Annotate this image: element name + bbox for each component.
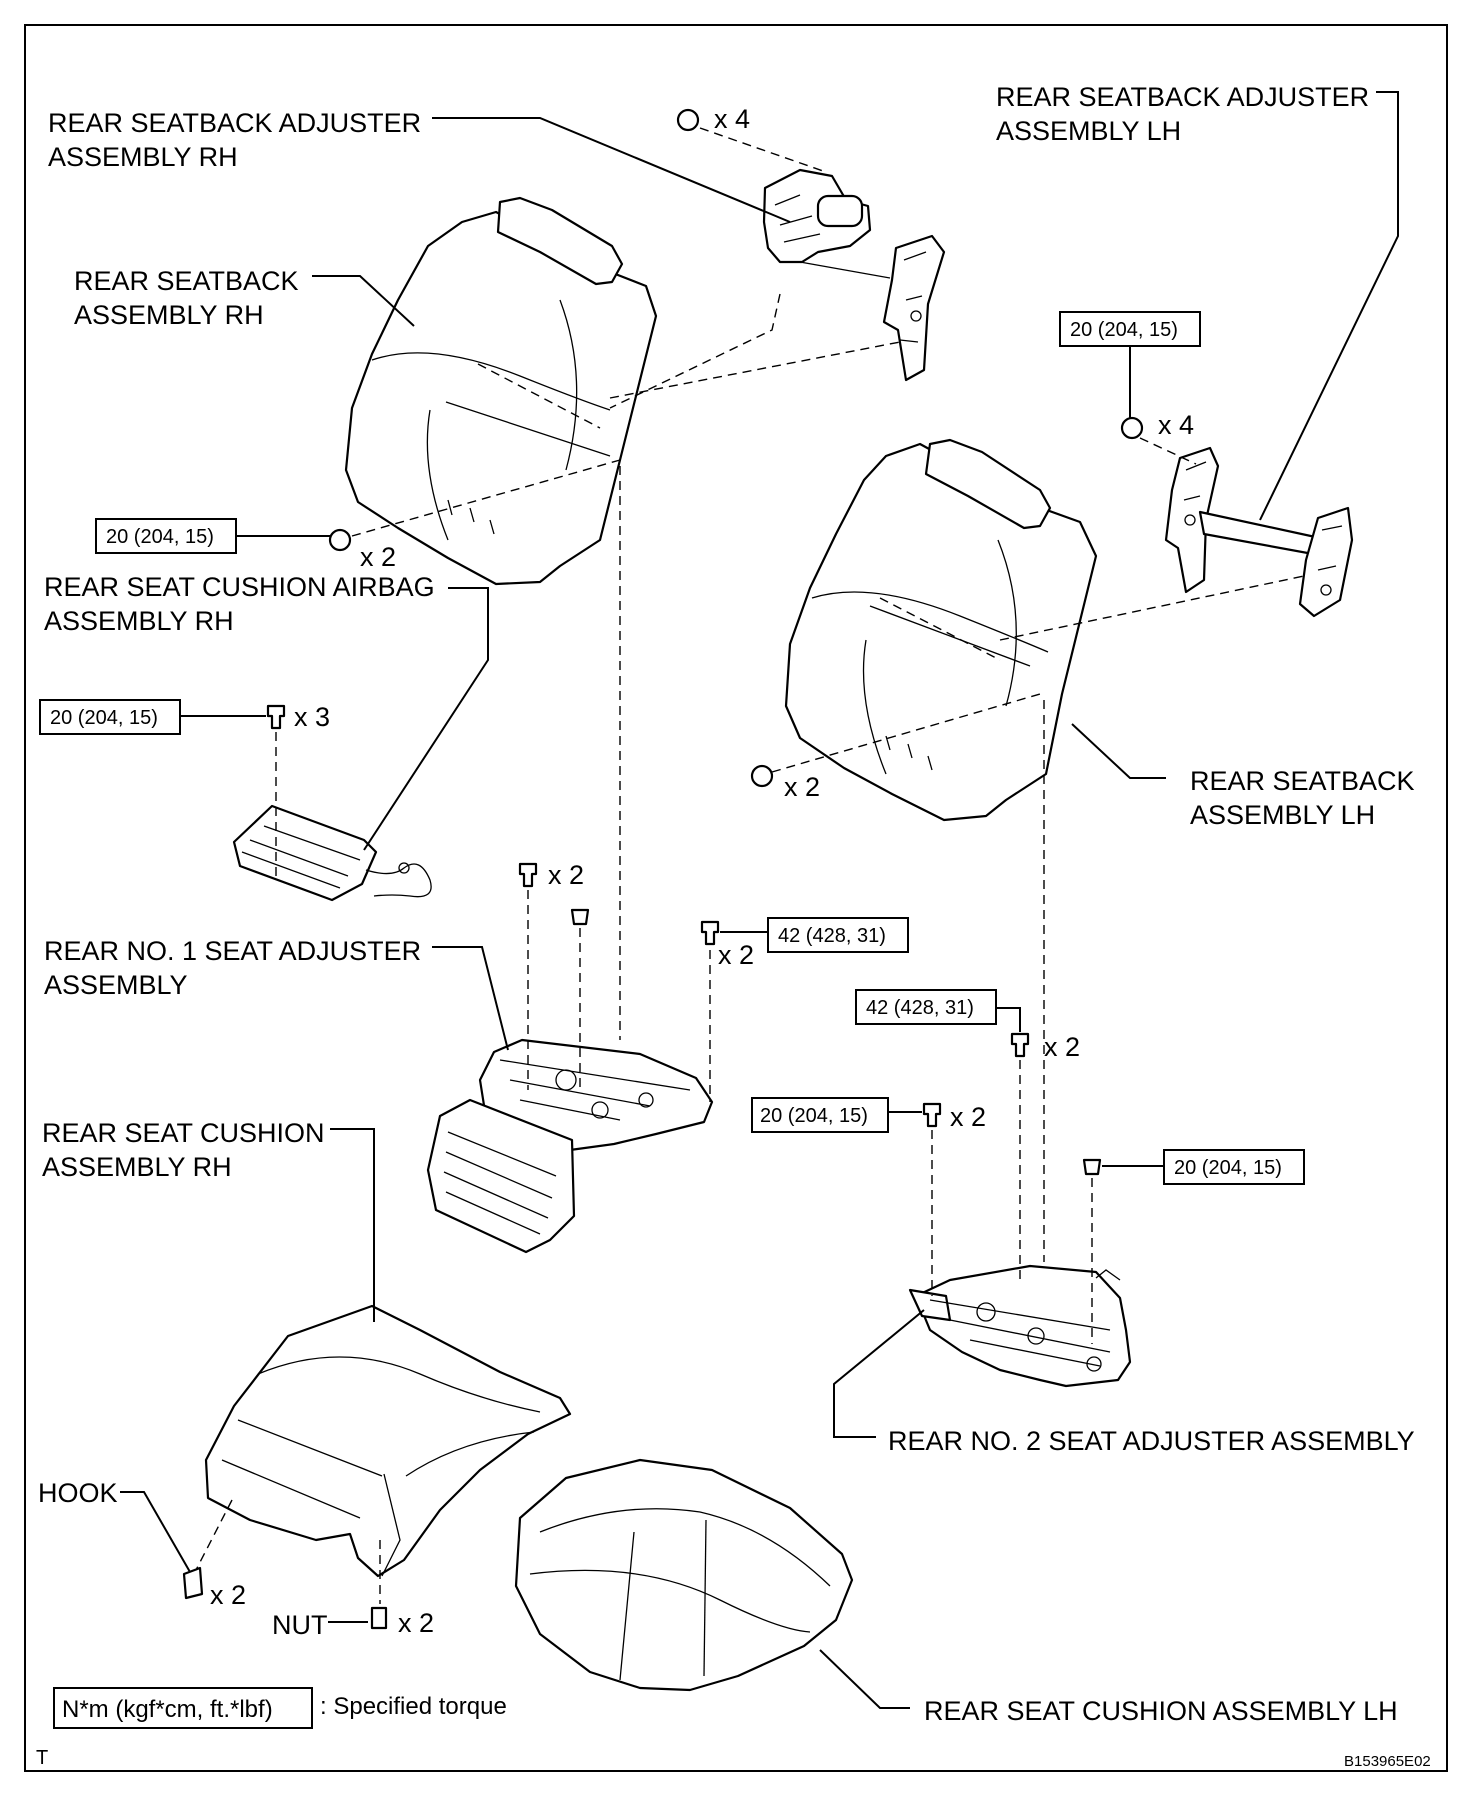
legend-unit: N*m (kgf*cm, ft.*lbf) [62,1696,273,1723]
seatback-lh-illustration [784,438,1098,822]
label-cushion-rh-line1: REAR SEAT CUSHION [42,1118,325,1148]
qty-airbag-bolt: x 3 [294,702,330,732]
torque-adj2-42: 42 (428, 31) [866,997,974,1019]
bolt-airbag [266,704,286,730]
seatback-adjuster-lh-illustration [1164,446,1354,618]
torque-box-airbag [39,699,181,735]
torque-box-adj1 [767,917,909,953]
seatback-adjuster-rh-illustration [762,168,946,382]
nut-seatback-lh [750,764,774,788]
diagram-frame [24,24,1448,1772]
hook-part [182,1566,204,1600]
nut-adj1 [570,908,590,926]
fasteners [182,108,1144,1630]
leader-lines [120,91,1399,1709]
label-adjuster-lh-line2: ASSEMBLY LH [996,116,1181,146]
footer-left-mark: T [36,1747,48,1769]
torque-adj2-nut: 20 (204, 15) [1174,1157,1282,1179]
torque-box-seatback-rh [95,518,237,554]
bolt-adj2-20 [922,1102,942,1128]
qty-seatback-lh-nut: x 2 [784,772,820,802]
label-cushion-lh: REAR SEAT CUSHION ASSEMBLY LH [924,1696,1398,1726]
label-adjuster-rh-line2: ASSEMBLY RH [48,142,238,172]
nut-adj2 [1082,1158,1102,1176]
qty-adjuster-lh-nut: x 4 [1158,410,1194,440]
torque-box-adj2-42 [855,989,997,1025]
label-seat-adjuster-no2: REAR NO. 2 SEAT ADJUSTER ASSEMBLY [888,1426,1415,1456]
seat-cushion-lh-illustration [514,1458,854,1692]
qty-adj1-bolt: x 2 [548,860,584,890]
qty-adj1-bolt-42: x 2 [718,940,754,970]
bolt-adj2-42 [1010,1032,1030,1058]
qty-adj2-bolt-42: x 2 [1044,1032,1080,1062]
label-seat-adjuster-no1-line2: ASSEMBLY [44,970,188,1000]
nut-adjuster-rh [676,108,700,132]
label-adjuster-lh-line1: REAR SEATBACK ADJUSTER [996,82,1369,112]
torque-airbag: 20 (204, 15) [50,707,158,729]
seat-cushion-airbag-rh-illustration [232,804,432,902]
torque-seatback-rh: 20 (204, 15) [106,526,214,548]
assembly-guide-lines [195,127,1305,1604]
label-seat-adjuster-no1-line1: REAR NO. 1 SEAT ADJUSTER [44,936,421,966]
label-airbag-rh-line2: ASSEMBLY RH [44,606,234,636]
label-seatback-lh-line1: REAR SEATBACK [1190,766,1415,796]
torque-box-adj2-nut [1163,1149,1305,1185]
legend-box [53,1687,313,1729]
qty-adjuster-rh-nut: x 4 [714,104,750,134]
seat-adjuster-no2-illustration [908,1264,1132,1388]
label-hook: HOOK [38,1478,118,1508]
seatback-rh-illustration [344,196,658,586]
bolt-adj1-42 [700,920,720,946]
label-airbag-rh-line1: REAR SEAT CUSHION AIRBAG [44,572,435,602]
label-seatback-rh-line2: ASSEMBLY RH [74,300,264,330]
label-cushion-rh-line2: ASSEMBLY RH [42,1152,232,1182]
nut-seatback-rh [328,528,352,552]
torque-adj1: 42 (428, 31) [778,925,886,947]
label-seatback-lh-line2: ASSEMBLY LH [1190,800,1375,830]
qty-adj2-bolt-20: x 2 [950,1102,986,1132]
torque-adjuster-lh: 20 (204, 15) [1070,319,1178,341]
qty-nut: x 2 [398,1608,434,1638]
torque-adj2-20: 20 (204, 15) [760,1105,868,1127]
qty-seatback-rh-nut: x 2 [360,542,396,572]
seat-cushion-rh-illustration [204,1304,572,1578]
label-adjuster-rh-line1: REAR SEATBACK ADJUSTER [48,108,421,138]
torque-box-adj2-20 [751,1097,889,1133]
seat-adjuster-no1-illustration [426,1038,714,1254]
qty-hook: x 2 [210,1580,246,1610]
figure-id: B153965E02 [1344,1753,1431,1770]
legend-text: : Specified torque [320,1693,507,1720]
nut-part [370,1606,388,1630]
bolt-adj1-a [518,862,538,888]
label-nut: NUT [272,1610,328,1640]
torque-box-adjuster-lh [1059,311,1201,347]
label-seatback-rh-line1: REAR SEATBACK [74,266,299,296]
nut-adjuster-lh [1120,416,1144,440]
